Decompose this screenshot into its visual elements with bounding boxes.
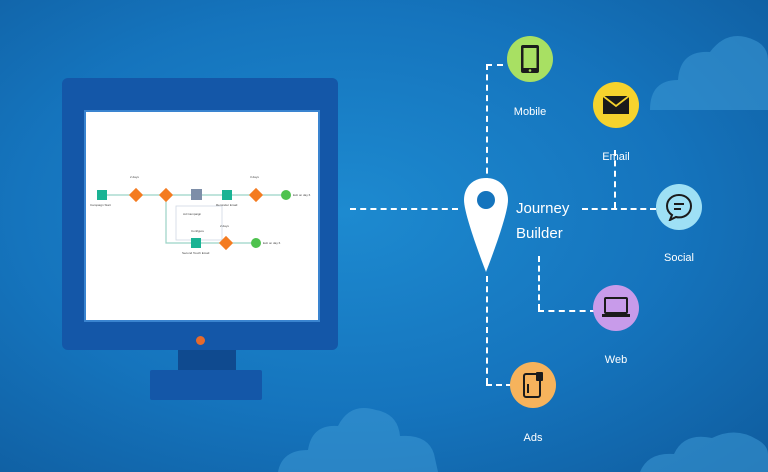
channel-mobile bbox=[507, 36, 553, 82]
hub-title-line2: Builder bbox=[516, 225, 563, 242]
flow-label-ad-campaign: Ad Campaign bbox=[183, 212, 202, 216]
flow-label-campaign-start: Campaign Start bbox=[90, 203, 111, 207]
location-pin-icon bbox=[464, 178, 508, 272]
hub-title-line1: Journey bbox=[516, 200, 570, 217]
flow-label-configure: Configure bbox=[191, 229, 205, 233]
channel-web-label: Web bbox=[604, 354, 628, 366]
channel-email bbox=[593, 82, 639, 128]
wait-diamond-2 bbox=[248, 187, 264, 203]
connector-hub-to-social bbox=[582, 208, 656, 210]
cloud-decoration-bottom-right bbox=[640, 432, 768, 472]
flow-label-wait-1: 2 days bbox=[130, 175, 139, 179]
wait-diamond-1 bbox=[128, 187, 144, 203]
connector-web-vertical bbox=[538, 256, 540, 310]
power-button bbox=[196, 336, 205, 345]
laptop-icon bbox=[602, 297, 630, 317]
connector-email-vertical bbox=[614, 150, 616, 208]
channel-ads-label: Ads bbox=[523, 432, 543, 444]
exit-node-1 bbox=[281, 190, 291, 200]
ad-post-icon bbox=[523, 372, 543, 398]
ad-campaign-node bbox=[191, 189, 202, 200]
channel-social bbox=[656, 184, 702, 230]
connector-hub-to-mobile bbox=[486, 64, 514, 66]
channel-ads bbox=[510, 362, 556, 408]
connector-hub-to-ads bbox=[486, 384, 512, 386]
monitor-stand bbox=[150, 370, 262, 400]
campaign-start-node bbox=[97, 190, 107, 200]
second-touch-email-node bbox=[191, 238, 201, 248]
channel-web bbox=[593, 285, 639, 331]
channel-email-label: Email bbox=[602, 151, 630, 163]
monitor-screen: Campaign Start 2 days Ad Campaign Config… bbox=[84, 110, 320, 322]
connector-hub-to-ads-vertical bbox=[486, 276, 488, 384]
exit-node-2 bbox=[251, 238, 261, 248]
channel-social-label: Social bbox=[664, 252, 694, 264]
journey-flow-diagram bbox=[97, 187, 291, 251]
flow-label-second-touch: Second Touch Email bbox=[182, 251, 210, 255]
reminder-email-node bbox=[222, 190, 232, 200]
envelope-icon bbox=[602, 95, 630, 114]
flow-label-exit-2: Exit on day 6 bbox=[263, 241, 281, 245]
cloud-decoration-bottom bbox=[278, 408, 438, 472]
hub-title: Journey Builder bbox=[516, 196, 596, 246]
flow-label-reminder-email: Reminder Email bbox=[216, 203, 238, 207]
flow-popup bbox=[175, 205, 223, 241]
decision-diamond bbox=[158, 187, 174, 203]
mobile-phone-icon bbox=[521, 45, 539, 73]
connector-hub-to-web bbox=[538, 310, 596, 312]
flow-label-wait-2: 3 days bbox=[250, 175, 259, 179]
cloud-decoration-top-right bbox=[650, 36, 768, 110]
connector-hub-to-mobile-vertical bbox=[486, 64, 488, 184]
flow-label-exit-1: Exit on day 6 bbox=[293, 193, 311, 197]
channel-mobile-label: Mobile bbox=[513, 106, 547, 118]
chat-bubble-icon bbox=[665, 193, 693, 221]
flow-label-wait-3: 2 days bbox=[220, 224, 229, 228]
monitor-neck bbox=[178, 350, 236, 372]
connector-monitor-to-hub bbox=[350, 208, 458, 210]
